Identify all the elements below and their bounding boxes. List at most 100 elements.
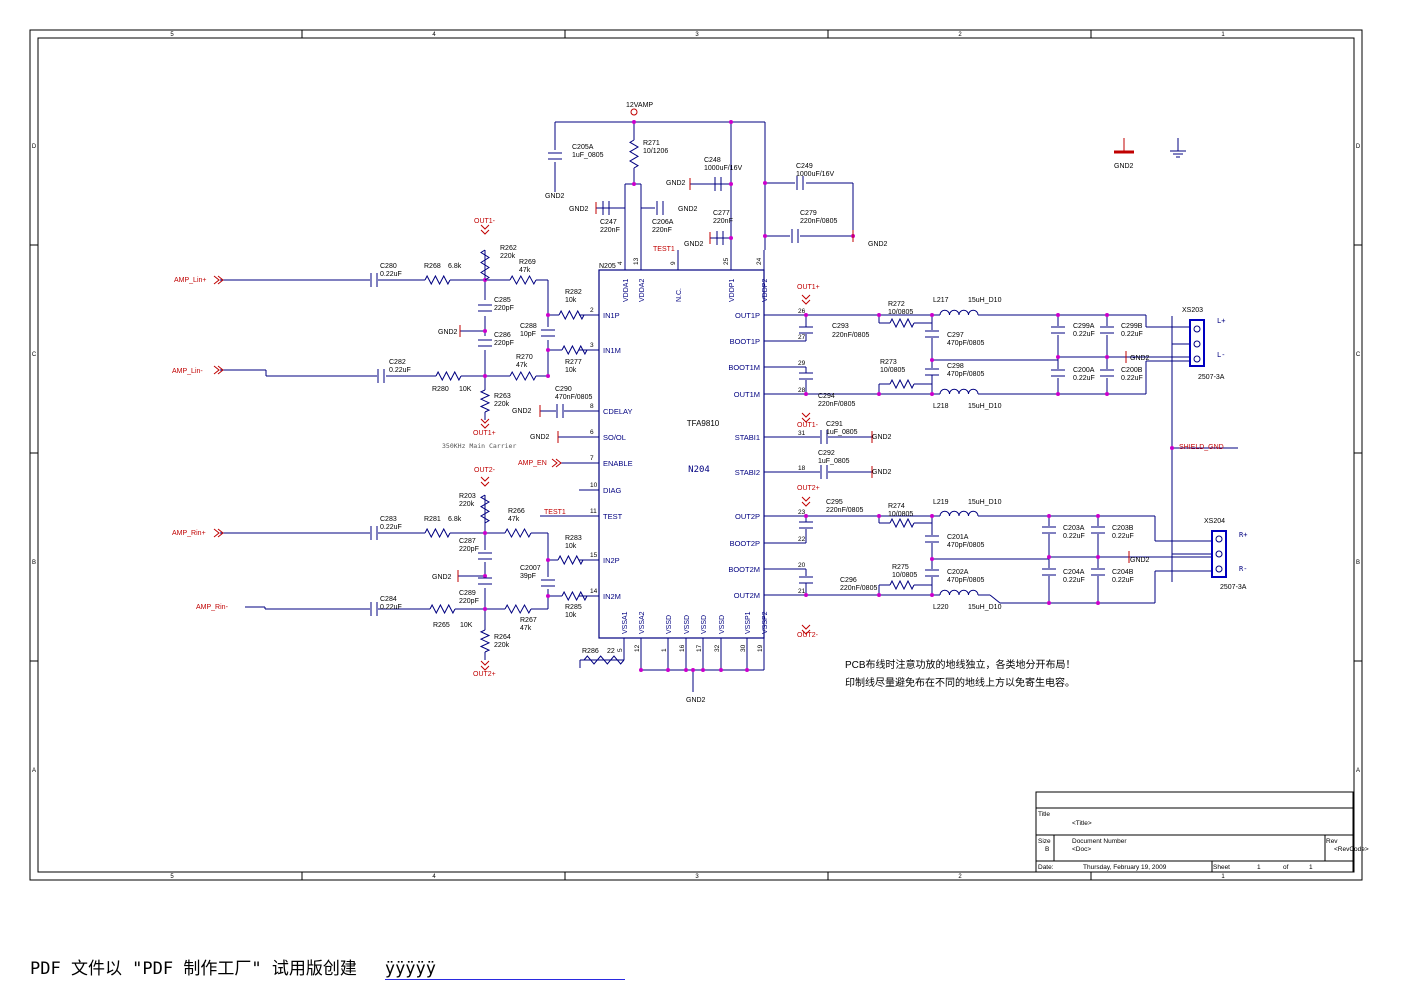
resistor — [509, 370, 537, 382]
junction-dot — [546, 374, 550, 378]
junction-dot — [639, 668, 643, 672]
ground-label: GND2 — [686, 697, 706, 704]
resistor — [561, 590, 588, 602]
component-value: 220nF/0805 — [840, 585, 877, 592]
chip-pin-name: VDDA1 — [623, 279, 630, 302]
tb-date-value: Thursday, February 19, 2009 — [1083, 864, 1167, 871]
chip-pin-number: 4 — [617, 261, 624, 265]
chip-pin-number: 14 — [590, 588, 598, 595]
ground-label: GND2 — [868, 241, 888, 248]
chip-pin-name: BOOT1M — [728, 363, 760, 372]
resistor — [479, 629, 491, 653]
ground-label: GND2 — [678, 206, 698, 213]
junction-dot — [483, 574, 487, 578]
chip-pin-name: STABI2 — [735, 468, 760, 477]
resistor — [424, 527, 451, 539]
component-value: 470pF/0805 — [947, 577, 984, 584]
junction-dot — [1047, 514, 1051, 518]
amplifier-chip: TFA9810 N204 N205 2IN1P3IN1M8CDELAY6SO/O… — [579, 250, 806, 660]
component-ref: R270 — [516, 354, 533, 361]
chip-pin-name: ENABLE — [603, 459, 633, 468]
row-label: D — [32, 144, 37, 150]
footer-mark: ÿÿÿÿÿ — [384, 959, 625, 980]
inductor — [939, 589, 979, 596]
chip-pin-number: 8 — [590, 403, 594, 410]
offpage-chevron-icon — [801, 412, 811, 423]
col-label: 1 — [1221, 32, 1225, 38]
component-value: 47k — [508, 516, 520, 523]
chip-pin-number: 17 — [696, 644, 703, 652]
schematic-diagram: 5 4 3 2 1 5 4 3 2 1 D C B A D C B A C205… — [29, 29, 1369, 881]
component-value: 6.8k — [448, 263, 462, 270]
component-value: 220pF — [459, 598, 479, 605]
junction-dot — [930, 557, 934, 561]
chip-pin-number: 23 — [798, 509, 806, 516]
component-value: 220pF — [459, 546, 479, 553]
net-out2p: OUT2+ — [797, 485, 820, 492]
ground-label: GND2 — [438, 329, 458, 336]
chip-pin-number: 19 — [757, 644, 764, 652]
component-ref: C299B — [1121, 323, 1143, 330]
junction-dot — [701, 668, 705, 672]
chip-pin-number: 5 — [617, 648, 624, 652]
component-ref: C285 — [494, 297, 511, 304]
component-value: 15uH_D10 — [968, 403, 1002, 410]
junction-dot — [930, 514, 934, 518]
chip-pin-number: 28 — [798, 387, 806, 394]
wires — [220, 120, 1238, 692]
ground-label: GND2 — [512, 408, 532, 415]
resistor — [480, 249, 490, 281]
net-out1p: OUT1+ — [473, 430, 496, 437]
resistor — [561, 344, 588, 356]
junction-dot — [719, 668, 723, 672]
chip-pin-name: TEST — [603, 512, 623, 521]
component-value: 15uH_D10 — [968, 604, 1002, 611]
net-out1m: OUT1- — [797, 422, 819, 429]
col-label: 5 — [170, 874, 174, 880]
ground-symbol-icon — [1114, 138, 1186, 158]
component-value: 2507-3A — [1220, 584, 1247, 591]
component-value: 220k — [500, 253, 516, 260]
chip-pin-name: VSSD — [701, 615, 708, 634]
frame-labels: 5 4 3 2 1 5 4 3 2 1 D C B A D C B A — [32, 32, 1361, 880]
chip-pin-number: 25 — [723, 257, 730, 265]
component-ref: R272 — [888, 301, 905, 308]
net-amp-rin-m: AMP_Rin- — [196, 604, 229, 611]
component-value: 470pF/0805 — [947, 542, 984, 549]
component-value: 1uF_0805 — [572, 152, 604, 159]
component-ref: C289 — [459, 590, 476, 597]
ground-label: GND2 — [1114, 163, 1134, 170]
chip-pin-number: 16 — [679, 644, 686, 652]
tb-rev-value: <RevCode> — [1334, 846, 1369, 853]
net-amp-en: AMP_EN — [518, 460, 547, 467]
ground-label: GND2 — [569, 206, 589, 213]
component-value: 220pF — [494, 340, 514, 347]
chip-pin-name: VSSA2 — [639, 611, 646, 634]
component-ref: C296 — [840, 577, 857, 584]
resistor — [889, 317, 915, 329]
resistor — [435, 370, 462, 382]
col-label: 3 — [695, 32, 699, 38]
component-ref: C298 — [947, 363, 964, 370]
port-arrow-icon — [213, 275, 224, 285]
col-label: 4 — [432, 32, 436, 38]
junction-dot — [877, 593, 881, 597]
component-value: 10k — [565, 367, 577, 374]
component-ref: L220 — [933, 604, 949, 611]
chip-pin-name: IN2P — [603, 556, 620, 565]
chip-pin-name: OUT2P — [735, 512, 760, 521]
junction-dot — [930, 358, 934, 362]
component-ref: C2007 — [520, 565, 541, 572]
ground-label: GND2 — [872, 434, 892, 441]
tb-rev-label: Rev — [1326, 838, 1338, 845]
chip-pins: 2IN1P3IN1M8CDELAY6SO/OL7ENABLE10DIAG11TE… — [579, 250, 806, 660]
junction-dot — [483, 329, 487, 333]
component-ref: C283 — [380, 516, 397, 523]
chip-pin-name: VSSD — [684, 615, 691, 634]
junction-dot — [877, 313, 881, 317]
net-out2m: OUT2- — [474, 467, 496, 474]
row-label: B — [32, 560, 36, 566]
chip-pin-name: VSSA1 — [622, 611, 629, 634]
component-ref: C201A — [947, 534, 969, 541]
